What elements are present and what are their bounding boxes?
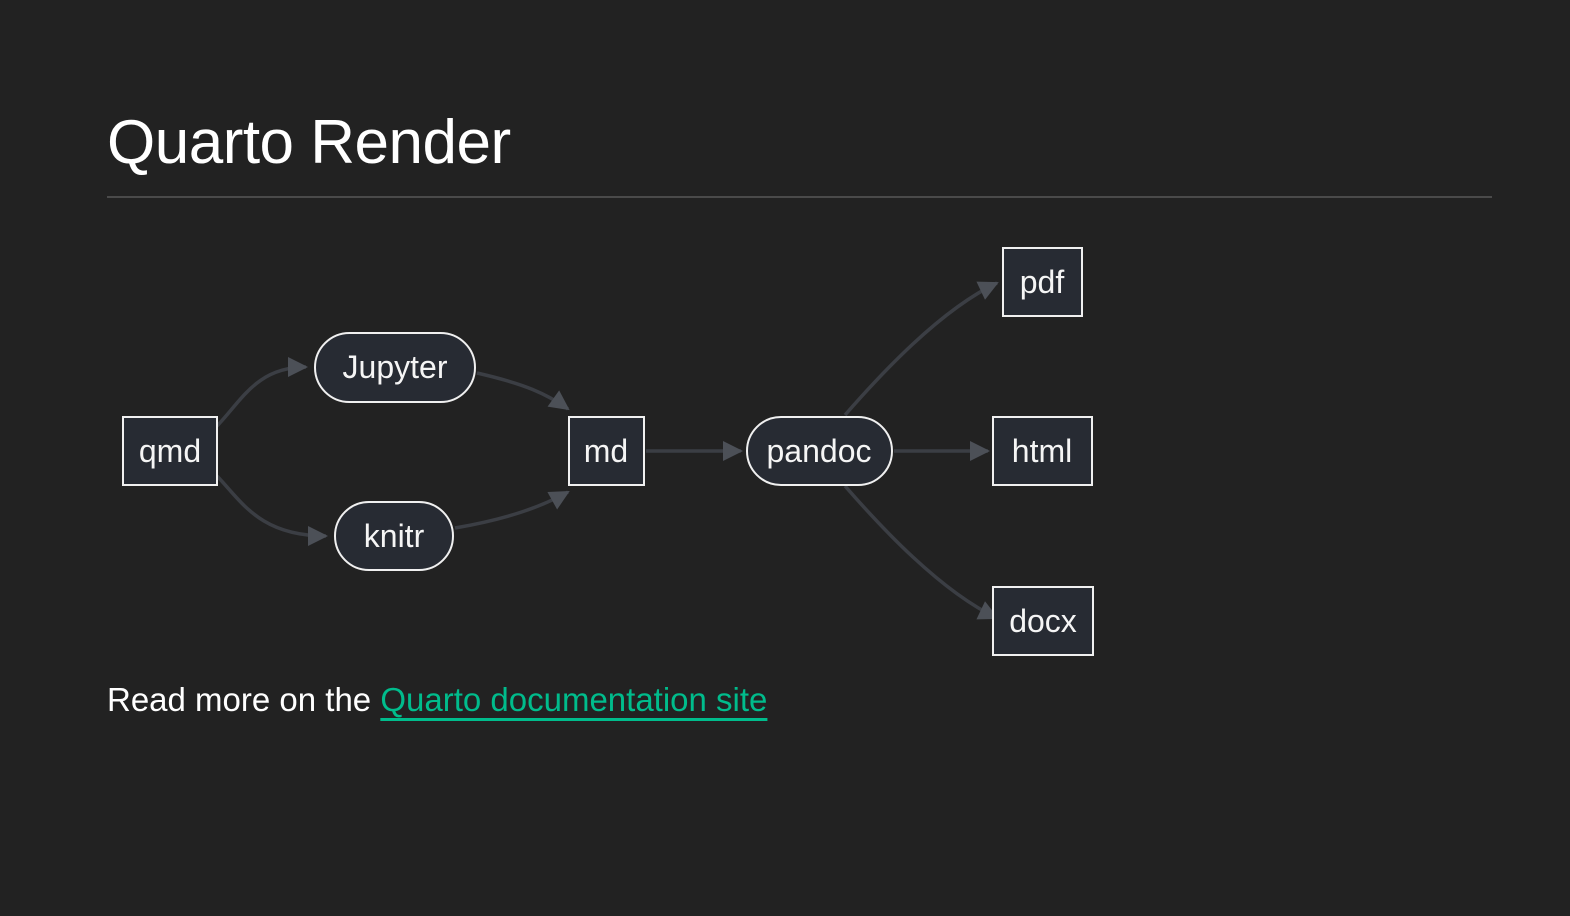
- quarto-render-diagram: qmd Jupyter knitr md pandoc pdf html: [122, 247, 1094, 656]
- node-md-label: md: [584, 433, 628, 469]
- edge-jupyter-md: [476, 371, 570, 411]
- node-knitr-label: knitr: [364, 518, 425, 554]
- read-more-paragraph: Read more on the Quarto documentation si…: [107, 680, 767, 720]
- edge-pandoc-docx: [843, 484, 999, 620]
- node-pdf-label: pdf: [1020, 264, 1065, 300]
- page-title: Quarto Render: [107, 108, 511, 177]
- node-jupyter: Jupyter: [314, 332, 476, 403]
- node-docx: docx: [992, 586, 1094, 656]
- node-pandoc-label: pandoc: [767, 433, 872, 469]
- node-docx-label: docx: [1009, 603, 1077, 639]
- node-pandoc: pandoc: [746, 416, 893, 486]
- edge-pandoc-pdf: [843, 281, 999, 417]
- node-jupyter-label: Jupyter: [343, 349, 448, 385]
- node-md: md: [568, 416, 645, 486]
- edge-knitr-md: [454, 490, 570, 530]
- node-pdf: pdf: [1002, 247, 1083, 317]
- edge-qmd-knitr: [215, 474, 328, 546]
- node-knitr: knitr: [334, 501, 454, 571]
- title-divider: [107, 196, 1492, 198]
- node-qmd-label: qmd: [139, 433, 201, 469]
- node-html-label: html: [1012, 433, 1072, 469]
- edge-qmd-jupyter: [215, 357, 308, 428]
- diagram-edges: [215, 281, 999, 620]
- node-qmd: qmd: [122, 416, 218, 486]
- quarto-docs-link[interactable]: Quarto documentation site: [380, 681, 768, 718]
- node-html: html: [992, 416, 1093, 486]
- read-more-text: Read more on the: [107, 681, 381, 718]
